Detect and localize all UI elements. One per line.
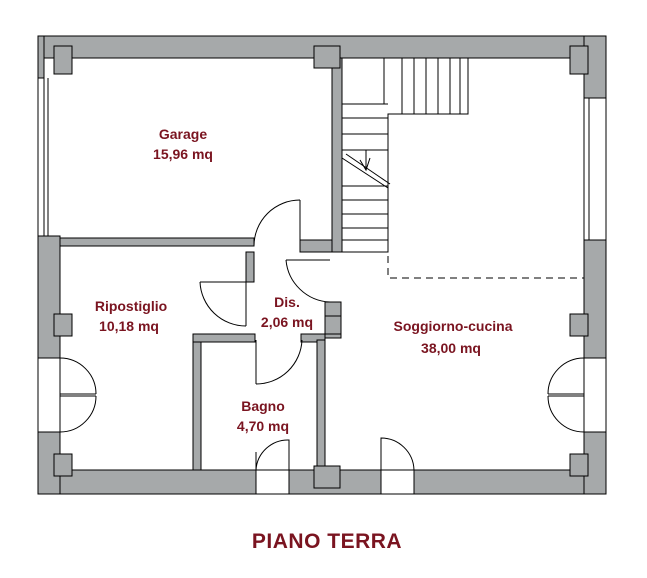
room-labels: Garage 15,96 mq Ripostiglio 10,18 mq Dis…	[95, 126, 513, 434]
pillar	[53, 453, 73, 477]
pillar	[313, 45, 341, 69]
room-name-ripostiglio: Ripostiglio	[95, 298, 167, 314]
pillar	[569, 45, 589, 75]
room-area-disimpegno: 2,06 mq	[261, 314, 313, 330]
wall-bagno-left	[192, 337, 202, 471]
pillar	[313, 465, 341, 489]
stair-direction-line	[341, 157, 389, 189]
room-name-disimpegno: Dis.	[274, 294, 300, 310]
door-frame-bagno-bottom	[255, 469, 290, 495]
window-garage-left	[37, 77, 45, 237]
pillars	[53, 45, 589, 489]
door-garage-dis	[253, 199, 301, 247]
upper-floor-outline	[387, 196, 584, 279]
door-frame-entrance-bottom	[380, 469, 415, 495]
room-area-bagno: 4,70 mq	[237, 418, 289, 434]
doors	[59, 199, 585, 471]
pillar	[53, 313, 73, 337]
window-ripostiglio-left	[37, 357, 61, 433]
pillar	[53, 45, 73, 75]
door-entrance	[380, 437, 415, 471]
staircase	[341, 58, 584, 279]
room-area-soggiorno: 38,00 mq	[421, 340, 481, 356]
window-soggiorno-right-bottom	[583, 357, 607, 433]
pillar	[569, 313, 589, 337]
plan-title: PIANO TERRA	[252, 530, 402, 553]
wall-right-mid	[583, 239, 607, 359]
windows	[37, 77, 607, 495]
wall-bottom-left	[37, 469, 257, 495]
wall-bagno-top-left	[192, 333, 256, 343]
interior-walls	[59, 57, 343, 471]
door-soggiorno	[285, 259, 331, 303]
wall-left-mid	[37, 235, 61, 359]
room-area-garage: 15,96 mq	[153, 146, 213, 162]
door-ripostiglio	[199, 281, 247, 327]
window-soggiorno-right-top	[583, 97, 607, 241]
room-name-garage: Garage	[159, 126, 207, 142]
pillar	[569, 453, 589, 477]
room-name-bagno: Bagno	[241, 398, 285, 414]
room-name-soggiorno: Soggiorno-cucina	[394, 318, 513, 334]
wall-ripostiglio-right	[245, 251, 255, 283]
wall-left-top	[37, 35, 45, 79]
wall-garage-right	[331, 57, 343, 253]
door-bottom-left	[255, 439, 290, 471]
wall-bagno-right	[316, 339, 326, 471]
window-leaf-ripostiglio	[59, 357, 97, 395]
pillar	[324, 315, 342, 335]
window-leaf-soggiorno	[547, 357, 585, 395]
wall-garage-bottom	[59, 237, 255, 247]
room-area-ripostiglio: 10,18 mq	[99, 318, 159, 334]
door-bagno	[255, 339, 303, 385]
